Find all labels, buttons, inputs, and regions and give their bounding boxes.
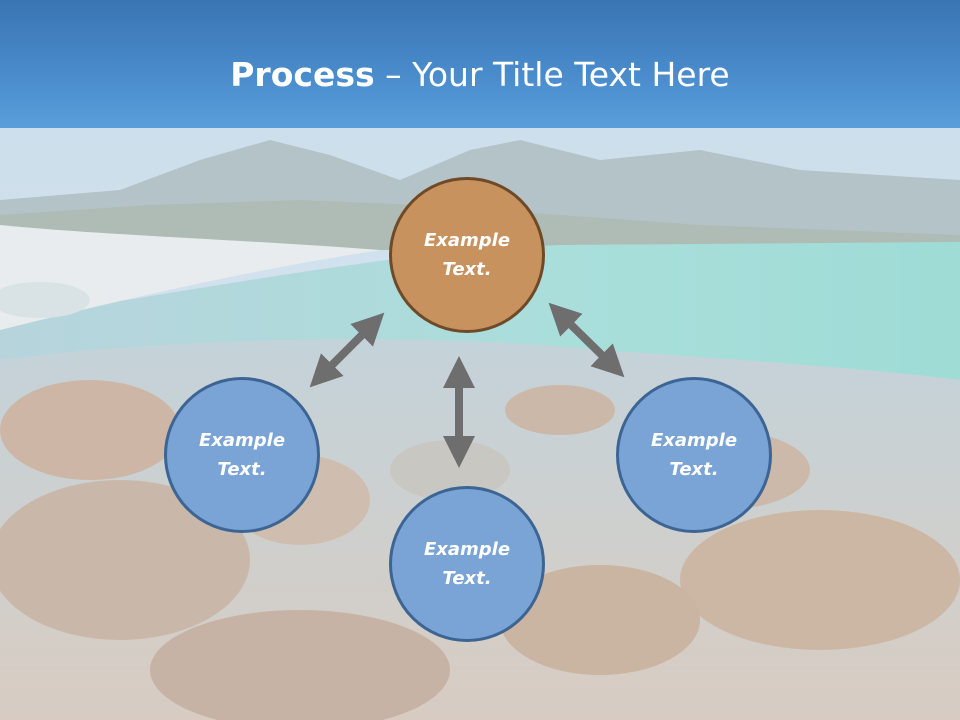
double-arrow-right-icon [548,302,625,378]
node-top-label: Example Text. [423,230,511,280]
node-right: Example Text. [616,377,772,533]
node-top: Example Text. [389,177,545,333]
node-right-label: Example Text. [650,430,738,480]
title-bold: Process [230,55,375,94]
title-rest: – Your Title Text Here [374,55,730,94]
title-bar [0,0,960,128]
node-bottom: Example Text. [389,486,545,642]
node-left-label: Example Text. [198,430,286,480]
node-bottom-label: Example Text. [423,539,511,589]
slide-title: Process – Your Title Text Here [0,50,960,100]
double-arrow-left-icon [309,312,385,388]
node-left: Example Text. [164,377,320,533]
